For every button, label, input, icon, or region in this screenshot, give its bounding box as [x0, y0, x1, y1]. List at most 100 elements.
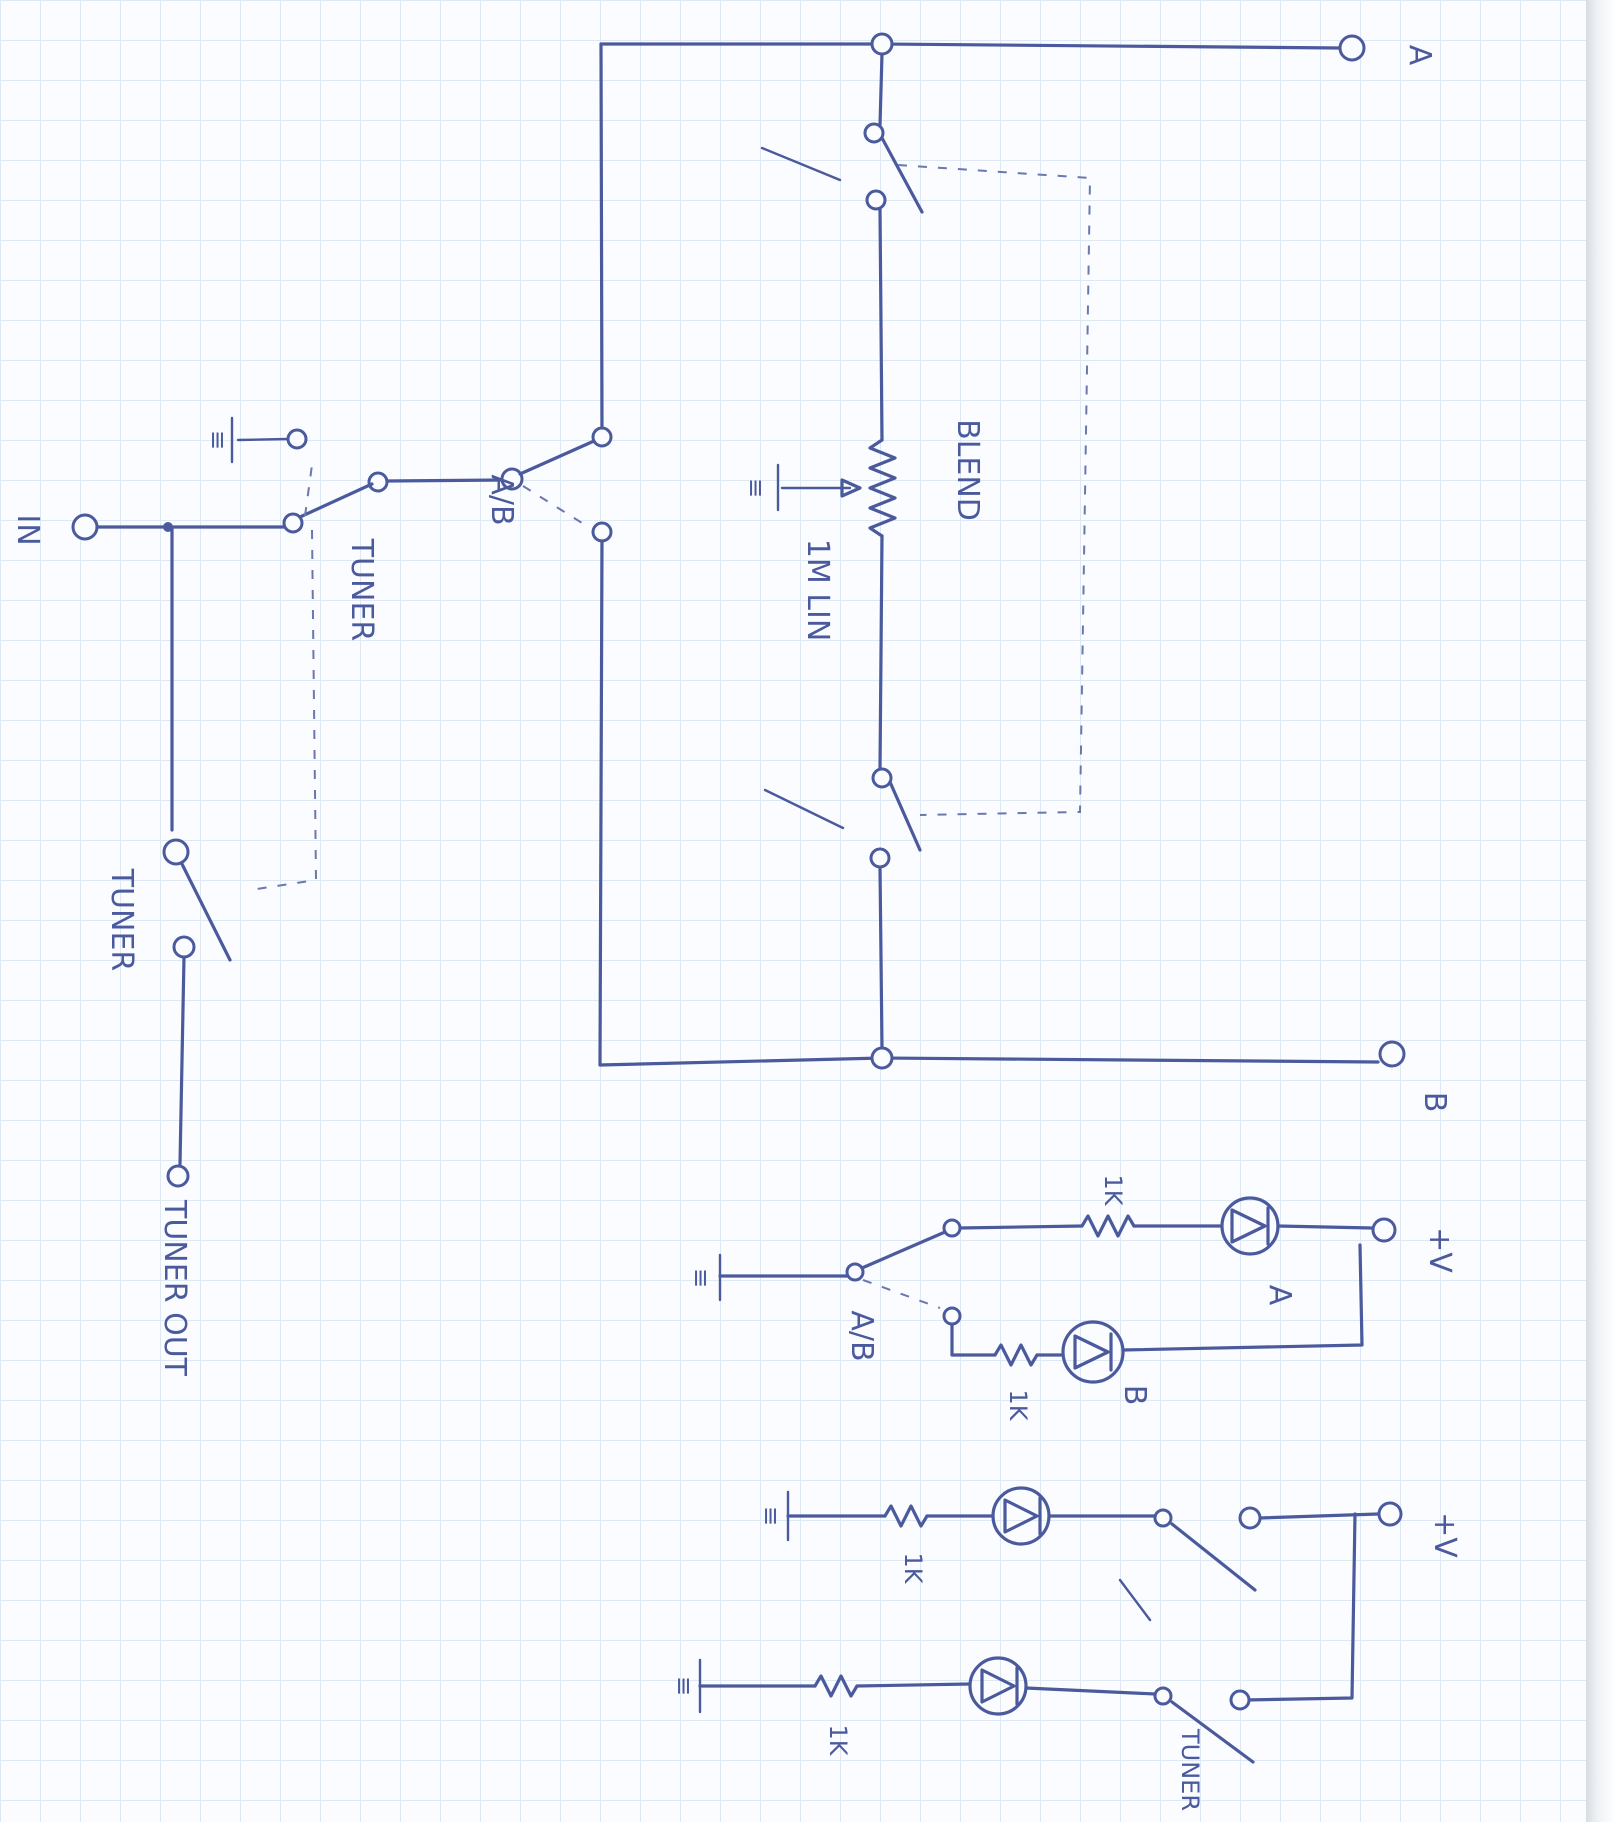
- wire-led-b-right: [1121, 1243, 1364, 1352]
- blend-sw2-lower: [869, 847, 891, 869]
- tuner-footsw-blade: [180, 862, 232, 962]
- blend-sw2-marker: [763, 788, 845, 830]
- ab-led-circuit: ≡ A/B 1K A +V 1K B: [687, 1174, 1457, 1421]
- label-ab-led-switch: A/B: [844, 1310, 879, 1361]
- label-tuner-switch: TUNER: [344, 538, 379, 642]
- ground-mark-blend: ≡: [757, 1506, 785, 1526]
- input-jack: [71, 513, 99, 541]
- wire-to-out-b: [880, 1056, 1380, 1064]
- blend-sw1-upper: [863, 122, 885, 144]
- tuner-gang-link: [249, 529, 318, 891]
- ab-switch: A/B: [385, 426, 613, 543]
- tuner-sw-blade: [298, 482, 374, 519]
- ab-sw-blade: [518, 439, 596, 476]
- ab-sw-alt-position: [522, 485, 591, 529]
- led-b-icon: [1073, 1332, 1113, 1372]
- wire-led-b-left: [950, 1323, 997, 1357]
- wire-to-pot-top: [878, 207, 884, 442]
- pot-wiper-arrow: [840, 478, 862, 498]
- blend-sw1-blade: [880, 136, 924, 214]
- wire-led-a-left: [958, 1224, 1084, 1230]
- wire-pot-to-sw2: [878, 534, 884, 772]
- blend-led-sw-marker: [1118, 1578, 1152, 1622]
- wire-to-tuner-out: [178, 955, 186, 1166]
- tuner-sw-signal-throw: [367, 471, 389, 493]
- page-binding-edge: [1586, 0, 1616, 1822]
- wire-rail-to-tuner-led: [1243, 1512, 1357, 1702]
- input-section: IN: [10, 513, 292, 546]
- led-tuner-body: [968, 1656, 1028, 1716]
- tuner-out-jack: [166, 1164, 190, 1188]
- label-pot: 1M LIN: [800, 539, 835, 642]
- tuner-led-sw-upper: [1229, 1689, 1251, 1711]
- output-jack-a: [1338, 34, 1366, 62]
- label-plus-v-2: +V: [1427, 1512, 1462, 1558]
- tuner-switch: ≡ TUNER: [204, 416, 389, 642]
- blend-led-sw-lower: [1153, 1508, 1173, 1528]
- wire-led-a-right: [1276, 1224, 1374, 1230]
- label-1k-a: 1K: [1099, 1174, 1127, 1206]
- tuner-led-circuit: ≡ 1K TUNER: [670, 1656, 1255, 1811]
- wire-b-rail: [598, 539, 884, 1067]
- abled-sw-common: [845, 1262, 865, 1282]
- led-tuner-icon: [980, 1666, 1019, 1706]
- blend-sw1-lower: [865, 189, 887, 211]
- led-blend-icon: [1003, 1496, 1042, 1536]
- led-b-body: [1061, 1320, 1125, 1384]
- resistor-1k-c: [883, 1504, 929, 1528]
- abled-sw-throw-b: [942, 1306, 962, 1326]
- ground-mark-2: ≡: [687, 1268, 715, 1288]
- label-led-a: A: [1262, 1285, 1297, 1306]
- ground-mark-pot: ≡: [742, 478, 770, 498]
- label-1k-d: 1K: [824, 1724, 852, 1756]
- label-tuner-out: TUNER OUT: [157, 1199, 192, 1377]
- abled-sw-alt-position: [862, 1279, 941, 1309]
- wire-a-rail: [599, 42, 882, 430]
- blend-sw2-blade: [888, 780, 922, 852]
- label-tuner-footswitch: TUNER: [104, 868, 139, 972]
- blend-led-sw-blade: [1170, 1522, 1257, 1592]
- blend-led-circuit: ≡ 1K +V: [757, 1486, 1462, 1702]
- label-blend: BLEND: [950, 419, 985, 521]
- label-in: IN: [10, 514, 45, 545]
- output-bus: A B: [598, 34, 1452, 1113]
- label-out-a: A: [1402, 45, 1437, 66]
- tuner-led-sw-blade: [1170, 1700, 1255, 1764]
- plus-v-2-terminal: [1377, 1501, 1403, 1527]
- output-jack-b: [1378, 1040, 1406, 1068]
- resistor-1k-a: [1080, 1214, 1136, 1238]
- blend-gang-link: [897, 164, 1092, 816]
- pot-1m-lin: [868, 438, 897, 538]
- label-out-b: B: [1417, 1092, 1452, 1113]
- tuner-footsw-upper: [162, 838, 190, 866]
- tuner-sw-ground-throw: [286, 428, 308, 450]
- blend-led-sw-upper: [1238, 1506, 1262, 1530]
- tuner-out-section: TUNER TUNER OUT: [104, 525, 318, 1377]
- abled-sw-throw-a: [942, 1218, 962, 1238]
- wire-tuner-led-right: [1024, 1686, 1157, 1696]
- plus-v-1-terminal: [1371, 1217, 1397, 1243]
- wire-tuner-led-mid: [855, 1682, 972, 1688]
- wire-to-out-a: [878, 42, 1342, 50]
- ab-sw-throw-b: [591, 521, 613, 543]
- tuner-footsw-lower: [172, 935, 196, 959]
- ground-mark-tuner: ≡: [670, 1676, 698, 1696]
- tuner-sw-ground-lead: [236, 437, 290, 442]
- led-a-icon: [1230, 1206, 1270, 1246]
- junction-b: [870, 1046, 894, 1070]
- label-plus-v-1: +V: [1422, 1227, 1457, 1273]
- label-ab-switch: A/B: [484, 474, 519, 525]
- label-led-b: B: [1117, 1385, 1152, 1406]
- blend-sw1-marker: [760, 146, 842, 182]
- ab-sw-common: [500, 467, 524, 491]
- wire-blend-bottom: [878, 865, 884, 1050]
- tuner-led-sw-lower: [1153, 1686, 1173, 1706]
- tuner-sw-alt-position: [304, 464, 313, 517]
- wire-blend-top: [878, 52, 884, 127]
- ground-mark-1: ≡: [204, 430, 232, 450]
- label-1k-b: 1K: [1004, 1389, 1032, 1421]
- blend-sw2-upper: [871, 767, 893, 789]
- tuner-sw-common: [282, 512, 304, 534]
